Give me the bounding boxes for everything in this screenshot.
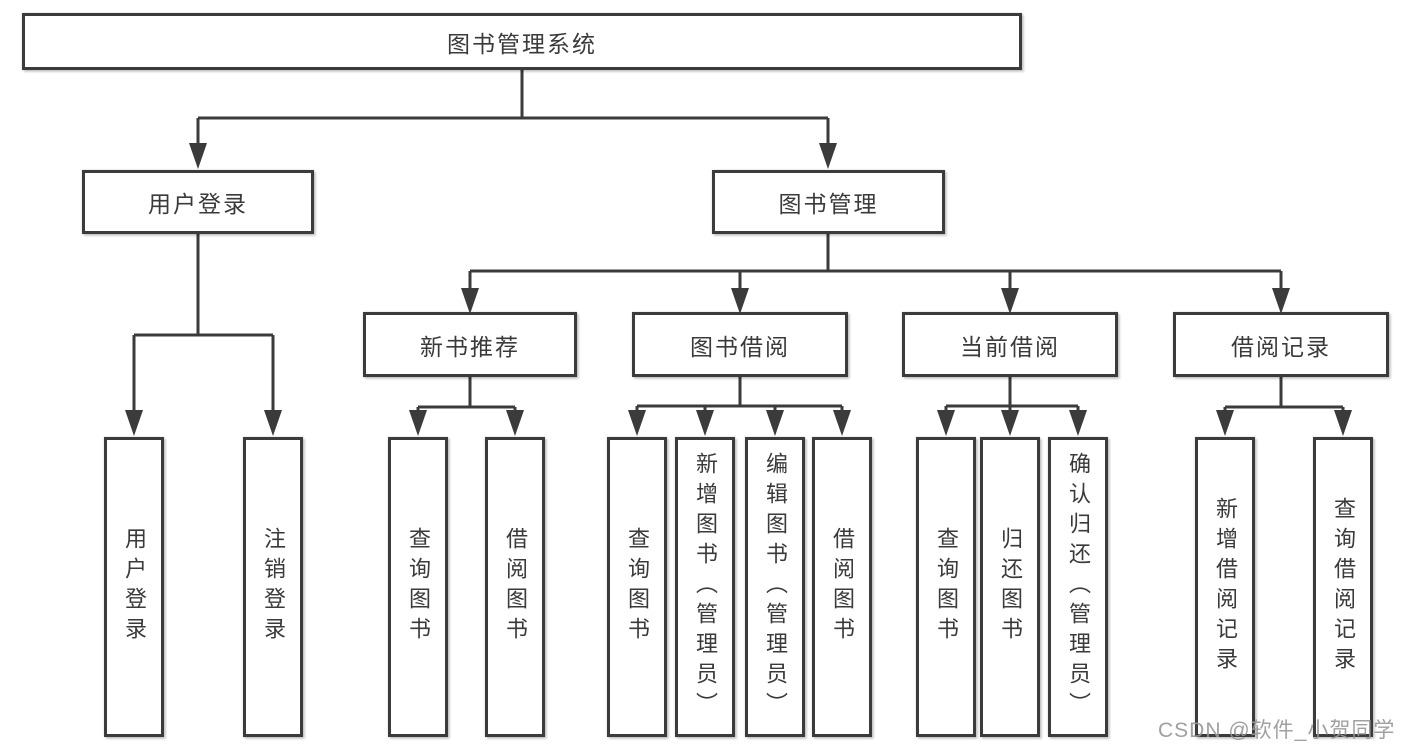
- leaf-label: 新增图书（管理员）: [693, 452, 718, 722]
- node-user-login: 用户登录: [82, 170, 314, 234]
- leaf-label: 查询图书: [406, 527, 431, 647]
- leaf-borrow-books-2: 借阅图书: [812, 437, 872, 737]
- leaf-edit-book-admin: 编辑图书（管理员）: [745, 437, 805, 737]
- leaf-label: 查询图书: [625, 527, 650, 647]
- csdn-watermark: CSDN @软件_小贺同学: [1158, 719, 1396, 742]
- leaf-add-book-admin: 新增图书（管理员）: [675, 437, 735, 737]
- leaf-query-borrow-record: 查询借阅记录: [1313, 437, 1373, 737]
- leaf-return-books: 归还图书: [980, 437, 1040, 737]
- leaf-borrow-books-1: 借阅图书: [485, 437, 545, 737]
- leaf-label: 借阅图书: [830, 527, 855, 647]
- leaf-query-books-3: 查询图书: [916, 437, 976, 737]
- tree-edges: [132, 70, 1345, 413]
- leaf-add-borrow-record: 新增借阅记录: [1195, 437, 1255, 737]
- leaf-logout: 注销登录: [243, 437, 303, 737]
- node-book-borrow: 图书借阅: [632, 312, 848, 377]
- leaf-label: 查询图书: [934, 527, 959, 647]
- leaf-label: 编辑图书（管理员）: [763, 452, 788, 722]
- leaf-label: 查询借阅记录: [1331, 497, 1356, 677]
- node-borrow-records: 借阅记录: [1173, 312, 1389, 377]
- leaf-query-books-1: 查询图书: [388, 437, 448, 737]
- leaf-label: 用户登录: [122, 527, 147, 647]
- leaf-label: 借阅图书: [503, 527, 528, 647]
- leaf-label: 注销登录: [261, 527, 286, 647]
- leaf-confirm-return-admin: 确认归还（管理员）: [1048, 437, 1108, 737]
- leaf-label: 新增借阅记录: [1213, 497, 1238, 677]
- leaf-user-login: 用户登录: [104, 437, 164, 737]
- leaf-label: 归还图书: [998, 527, 1023, 647]
- leaf-label: 确认归还（管理员）: [1066, 452, 1091, 722]
- node-current-borrow: 当前借阅: [902, 312, 1118, 377]
- node-library-system: 图书管理系统: [22, 13, 1022, 70]
- node-new-book-recommend: 新书推荐: [363, 312, 577, 377]
- node-book-management: 图书管理: [712, 170, 945, 234]
- arrowheads: [125, 143, 1352, 436]
- leaf-query-books-2: 查询图书: [607, 437, 667, 737]
